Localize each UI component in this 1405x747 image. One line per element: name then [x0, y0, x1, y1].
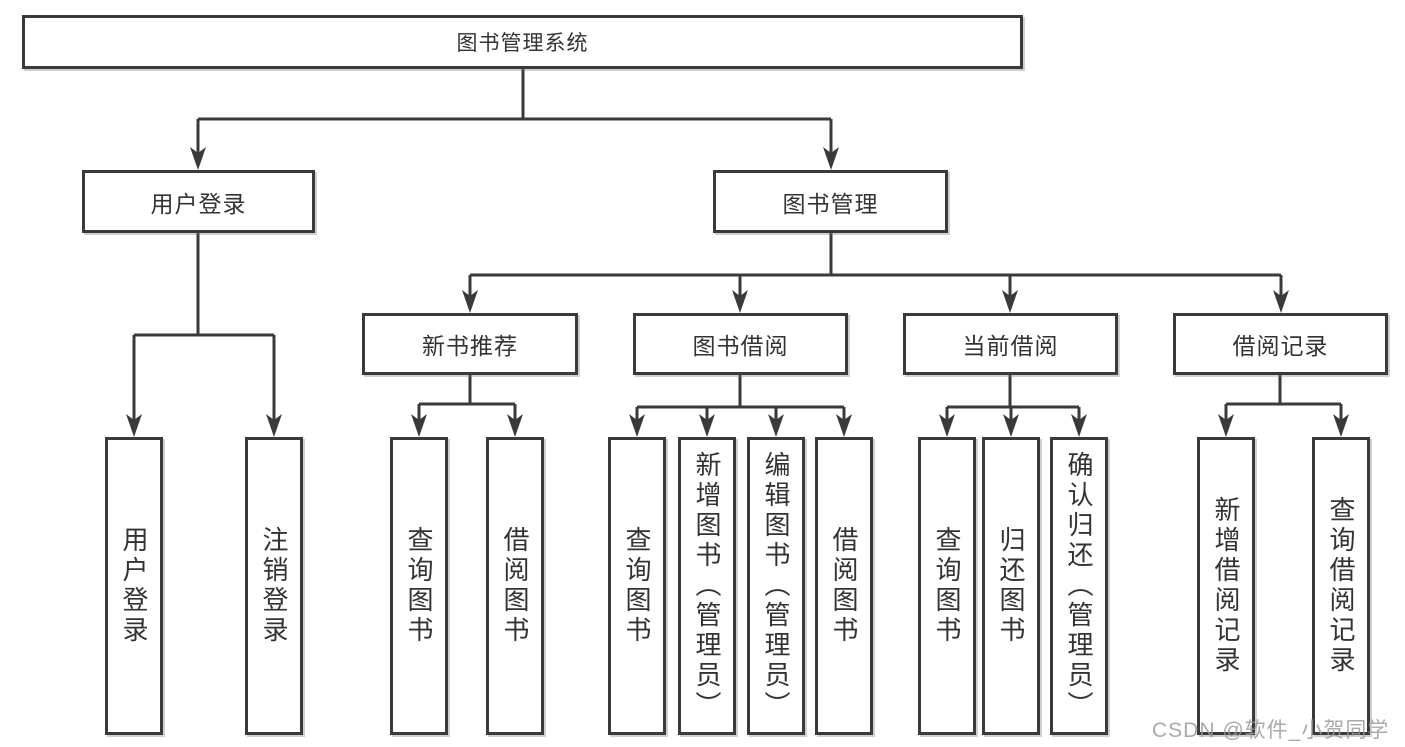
- arrowhead-icon: [190, 147, 206, 170]
- leaf-user-login-label: 用户登录: [119, 526, 149, 646]
- arrowhead-icon: [823, 147, 839, 170]
- leaf-borrowing-edit-books-admin-label: 编辑图书（管理员）: [761, 451, 791, 721]
- arrowhead-icon: [462, 290, 478, 313]
- leaf-borrowing-edit-books-admin: 编辑图书（管理员）: [747, 437, 805, 735]
- node-root: 图书管理系统: [22, 15, 1023, 69]
- node-book-management: 图书管理: [713, 170, 948, 233]
- leaf-records-query-record: 查询借阅记录: [1312, 437, 1370, 735]
- watermark: CSDN @软件_小贺同学: [1152, 719, 1390, 742]
- arrowhead-icon: [629, 414, 645, 437]
- arrowhead-icon: [507, 414, 523, 437]
- arrowhead-icon: [836, 414, 852, 437]
- node-new-book-recommend: 新书推荐: [362, 313, 578, 375]
- leaf-borrowing-add-books-admin-label: 新增图书（管理员）: [692, 451, 722, 721]
- leaf-records-add-record: 新增借阅记录: [1197, 437, 1255, 735]
- leaf-current-confirm-return-admin: 确认归还（管理员）: [1050, 437, 1108, 735]
- arrowhead-icon: [126, 414, 142, 437]
- leaf-current-confirm-return-admin-label: 确认归还（管理员）: [1064, 451, 1094, 721]
- leaf-borrowing-query-books: 查询图书: [608, 437, 666, 735]
- node-current-borrowing-label: 当前借阅: [962, 333, 1059, 359]
- leaf-borrowing-add-books-admin: 新增图书（管理员）: [678, 437, 736, 735]
- leaf-current-return-books-label: 归还图书: [996, 526, 1026, 646]
- leaf-logout: 注销登录: [245, 437, 303, 735]
- arrowhead-icon: [939, 414, 955, 437]
- node-book-borrowing-label: 图书借阅: [692, 333, 789, 359]
- leaf-newbook-borrow-books: 借阅图书: [486, 437, 544, 735]
- leaf-current-return-books: 归还图书: [982, 437, 1040, 735]
- node-current-borrowing: 当前借阅: [903, 313, 1118, 375]
- leaf-borrowing-query-books-label: 查询图书: [622, 526, 652, 646]
- arrowhead-icon: [699, 414, 715, 437]
- arrowhead-icon: [1003, 414, 1019, 437]
- arrowhead-icon: [1218, 414, 1234, 437]
- leaf-records-query-record-label: 查询借阅记录: [1326, 496, 1356, 676]
- arrowhead-icon: [1071, 414, 1087, 437]
- leaf-newbook-borrow-books-label: 借阅图书: [500, 526, 530, 646]
- arrowhead-icon: [1002, 290, 1018, 313]
- node-borrowing-records-label: 借阅记录: [1232, 333, 1329, 359]
- node-root-label: 图书管理系统: [456, 32, 589, 55]
- leaf-current-query-books: 查询图书: [918, 437, 976, 735]
- node-book-borrowing: 图书借阅: [633, 313, 848, 375]
- node-user-login-label: 用户登录: [150, 190, 247, 217]
- leaf-records-add-record-label: 新增借阅记录: [1211, 496, 1241, 676]
- arrowhead-icon: [266, 414, 282, 437]
- node-new-book-recommend-label: 新书推荐: [422, 333, 518, 359]
- node-user-login: 用户登录: [82, 170, 315, 233]
- leaf-logout-label: 注销登录: [259, 526, 289, 646]
- leaf-newbook-query-books-label: 查询图书: [404, 526, 434, 646]
- leaf-newbook-query-books: 查询图书: [390, 437, 448, 735]
- leaf-current-query-books-label: 查询图书: [932, 526, 962, 646]
- node-book-management-label: 图书管理: [782, 190, 879, 217]
- arrowhead-icon: [768, 414, 784, 437]
- connector-path: [132, 69, 1343, 422]
- node-borrowing-records: 借阅记录: [1173, 313, 1388, 375]
- leaf-borrowing-borrow-books-label: 借阅图书: [829, 526, 859, 646]
- arrowhead-icon: [1333, 414, 1349, 437]
- leaf-user-login: 用户登录: [105, 437, 163, 735]
- leaf-borrowing-borrow-books: 借阅图书: [815, 437, 873, 735]
- arrowhead-icon: [1273, 290, 1289, 313]
- arrowhead-icon: [411, 414, 427, 437]
- arrowhead-icon: [732, 290, 748, 313]
